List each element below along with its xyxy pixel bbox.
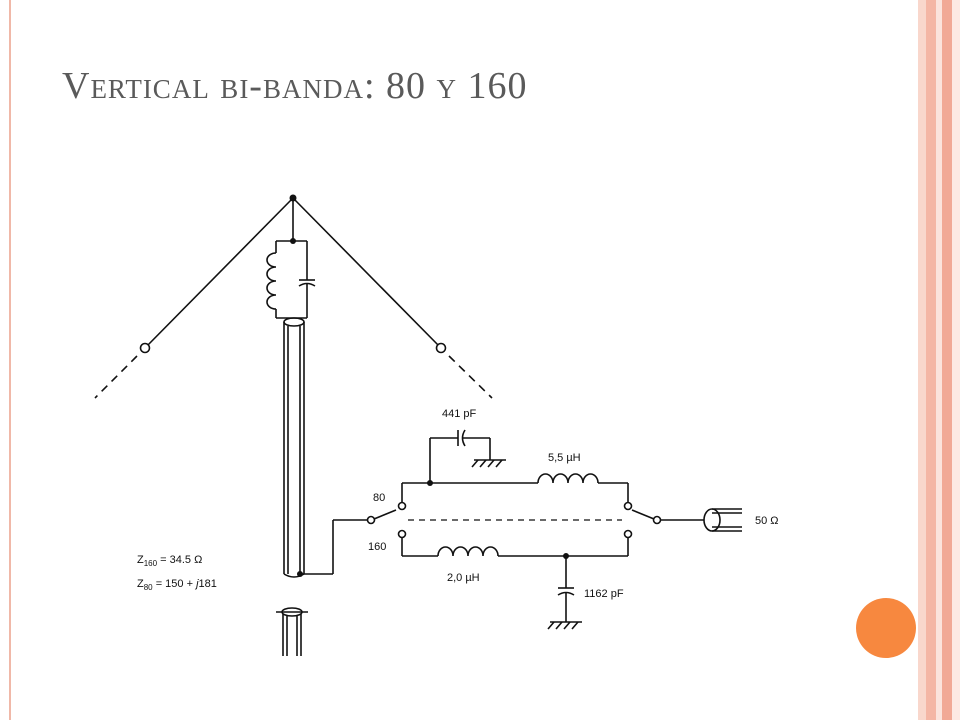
z160-equation: Z160 = 34.5 Ω — [137, 554, 202, 568]
cap-top-label: 441 pF — [442, 408, 477, 420]
decor-bar — [942, 0, 952, 720]
band-switch-right — [623, 483, 704, 556]
antenna-end-terminal — [435, 342, 447, 354]
coax-output-connector — [703, 508, 742, 532]
feedpoint-trap — [266, 198, 316, 319]
decor-bar — [936, 0, 942, 720]
switch-160-label: 160 — [368, 541, 386, 553]
branch-80m — [402, 429, 628, 486]
left-accent-rule — [9, 0, 11, 720]
band-switch-left — [366, 483, 407, 556]
z80-equation: Z80 = 150 + j181 — [137, 578, 217, 592]
inductor-5-5-icon — [537, 473, 599, 484]
cap-bottom-label: 1162 pF — [584, 588, 624, 600]
ind-bottom-label: 2,0 µH — [447, 572, 480, 584]
antenna-wires — [94, 194, 493, 399]
output-impedance-label: 50 Ω — [755, 515, 779, 527]
accent-circle — [856, 598, 916, 658]
coax-stub-bottom — [276, 607, 308, 656]
trap-coil-icon — [266, 252, 277, 310]
coax-feedline — [283, 317, 368, 578]
antenna-end-terminal — [139, 342, 151, 354]
decor-bar — [926, 0, 936, 720]
slide-title: Vertical bi-banda: 80 y 160 — [62, 65, 528, 107]
switch-80-label: 80 — [373, 492, 385, 504]
ind-top-label: 5,5 µH — [548, 452, 581, 464]
right-decorative-bars — [918, 0, 960, 720]
inductor-2-0-icon — [437, 546, 499, 557]
decor-bar — [952, 0, 960, 720]
branch-160m — [402, 546, 628, 630]
decor-bar — [918, 0, 926, 720]
